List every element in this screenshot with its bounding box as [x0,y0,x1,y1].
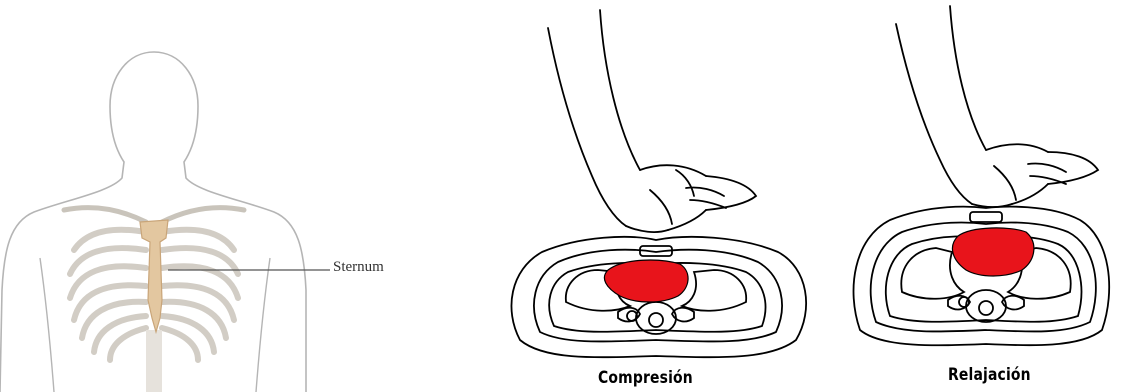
compression-illustration-panel: Compresión [500,0,820,392]
relaxation-arm [896,6,1098,207]
compression-arm [548,10,756,232]
spine-shadow [146,330,162,392]
torso-illustration [0,0,480,392]
heart-relaxed [952,228,1033,276]
relaxation-illustration-panel: Relajación [840,0,1126,392]
left-arm-line [40,258,54,392]
compression-diagram [500,0,820,392]
relaxation-caption: Relajación [948,365,1031,385]
relaxation-chest-section [853,207,1109,346]
compression-caption: Compresión [598,368,693,388]
heart-compressed [604,260,688,302]
right-arm-line [256,258,270,392]
sternum-illustration-panel: Sternum [0,0,480,392]
right-clavicle [162,208,244,222]
relaxation-diagram [840,0,1126,392]
sternum-label: Sternum [333,259,384,276]
left-clavicle [64,208,146,222]
